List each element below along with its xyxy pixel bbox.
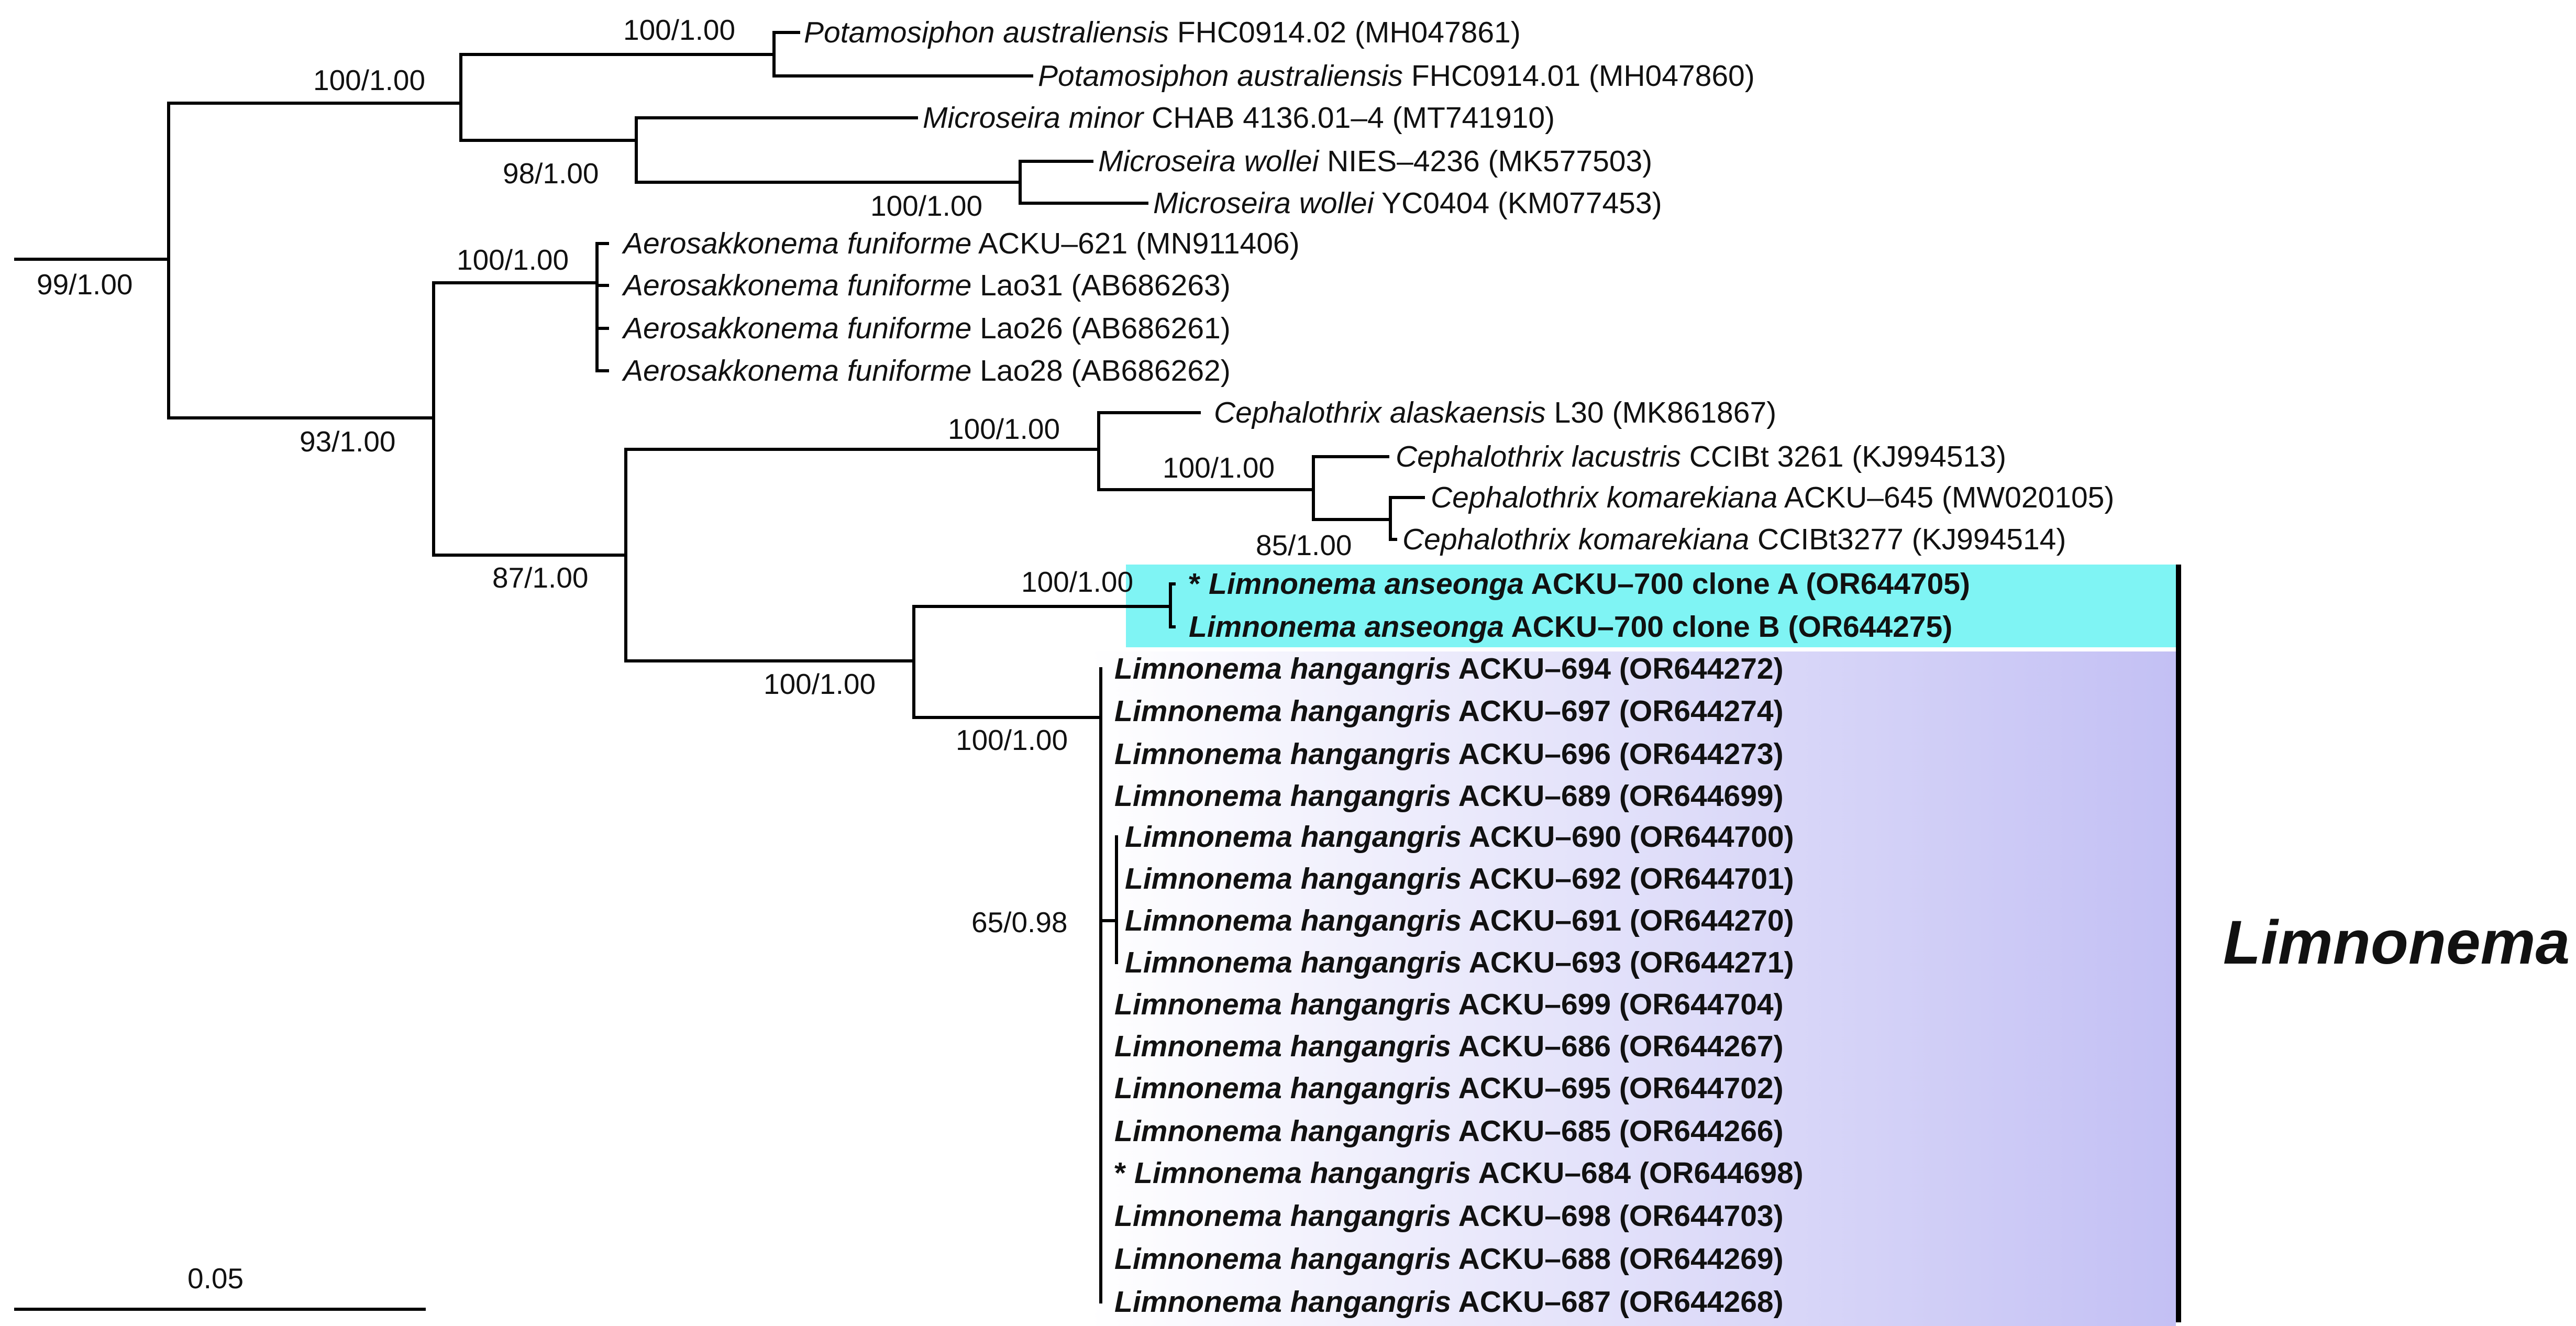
tip-label: Limnonema hangangris ACKU–698 (OR644703) — [1114, 1199, 1784, 1233]
tip-label: Limnonema hangangris ACKU–690 (OR644700) — [1125, 820, 1794, 854]
tip-label: * Limnonema anseonga ACKU–700 clone A (O… — [1189, 567, 1970, 601]
tip-label: Limnonema hangangris ACKU–699 (OR644704) — [1114, 988, 1784, 1021]
tip-label: Limnonema anseonga ACKU–700 clone B (OR6… — [1189, 610, 1952, 644]
support-cephalothrix-komarekiana: 85/1.00 — [1256, 529, 1352, 561]
tip-label: Microseira wollei YC0404 (KM077453) — [1153, 186, 1662, 220]
tip-label: Limnonema hangangris ACKU–685 (OR644266) — [1114, 1114, 1784, 1148]
tip-label: Limnonema hangangris ACKU–697 (OR644274) — [1114, 694, 1784, 728]
tip-label: Microseira wollei NIES–4236 (MK577503) — [1098, 145, 1652, 178]
tip-label: Aerosakkonema funiforme Lao26 (AB686261) — [622, 312, 1231, 345]
support-potamosiphon: 100/1.00 — [623, 14, 735, 46]
tree-branches — [14, 31, 1425, 1303]
tip-label: Limnonema hangangris ACKU–696 (OR644273) — [1114, 737, 1784, 771]
tip-label: Potamosiphon australiensis FHC0914.01 (M… — [1038, 59, 1755, 93]
tip-label: Limnonema hangangris ACKU–687 (OR644268) — [1114, 1285, 1784, 1319]
tip-label: Cephalothrix komarekiana ACKU–645 (MW020… — [1431, 481, 2114, 514]
support-cephalothrix-lk: 100/1.00 — [1163, 451, 1275, 484]
tip-label: Limnonema hangangris ACKU–688 (OR644269) — [1114, 1242, 1784, 1276]
tip-label: Microseira minor CHAB 4136.01–4 (MT74191… — [923, 101, 1555, 135]
tip-label: Limnonema hangangris ACKU–691 (OR644270) — [1125, 904, 1794, 937]
support-root: 99/1.00 — [37, 268, 133, 301]
tip-labels: Potamosiphon australiensis FHC0914.02 (M… — [622, 16, 2114, 1319]
tip-label: Limnonema hangangris ACKU–692 (OR644701) — [1125, 862, 1794, 896]
anseonga-highlight — [1126, 565, 2176, 647]
tip-label: Potamosiphon australiensis FHC0914.02 (M… — [804, 16, 1521, 49]
support-hangangris-subclade: 65/0.98 — [971, 906, 1068, 938]
support-limnonema: 100/1.00 — [764, 668, 876, 700]
support-cephalothrix: 100/1.00 — [948, 413, 1060, 445]
support-aerosakkonema: 100/1.00 — [457, 244, 569, 276]
scale-bar-label: 0.05 — [187, 1262, 244, 1295]
support-acl: 93/1.00 — [300, 425, 396, 458]
tip-label: Aerosakkonema funiforme Lao28 (AB686262) — [622, 354, 1231, 388]
hangangris-highlight — [1089, 651, 2176, 1326]
tip-label: Limnonema hangangris ACKU–693 (OR644271) — [1125, 946, 1794, 979]
support-values: 99/1.00 100/1.00 100/1.00 98/1.00 100/1.… — [37, 14, 1352, 938]
tip-label: Cephalothrix alaskaensis L30 (MK861867) — [1214, 396, 1776, 429]
tip-label: Limnonema hangangris ACKU–694 (OR644272) — [1114, 652, 1784, 686]
tip-label: * Limnonema hangangris ACKU–684 (OR64469… — [1114, 1156, 1804, 1190]
support-hangangris: 100/1.00 — [956, 724, 1068, 756]
tip-label: Cephalothrix komarekiana CCIBt3277 (KJ99… — [1402, 523, 2066, 556]
tip-label: Limnonema hangangris ACKU–695 (OR644702) — [1114, 1071, 1784, 1105]
support-anseonga: 100/1.00 — [1021, 566, 1133, 598]
support-microseira-wollei: 100/1.00 — [870, 190, 982, 222]
tip-label: Limnonema hangangris ACKU–686 (OR644267) — [1114, 1030, 1784, 1063]
tip-label: Aerosakkonema funiforme Lao31 (AB686263) — [622, 269, 1231, 302]
support-cephalothrix-limnonema: 87/1.00 — [492, 561, 589, 594]
tip-label: Cephalothrix lacustris CCIBt 3261 (KJ994… — [1396, 440, 2006, 473]
support-microseira: 98/1.00 — [503, 157, 599, 190]
support-potamosiphon-microseira: 100/1.00 — [313, 64, 425, 96]
tip-label: Aerosakkonema funiforme ACKU–621 (MN9114… — [622, 227, 1300, 260]
limnonema-clade-label: Limnonema — [2223, 908, 2570, 977]
tip-label: Limnonema hangangris ACKU–689 (OR644699) — [1114, 779, 1784, 813]
